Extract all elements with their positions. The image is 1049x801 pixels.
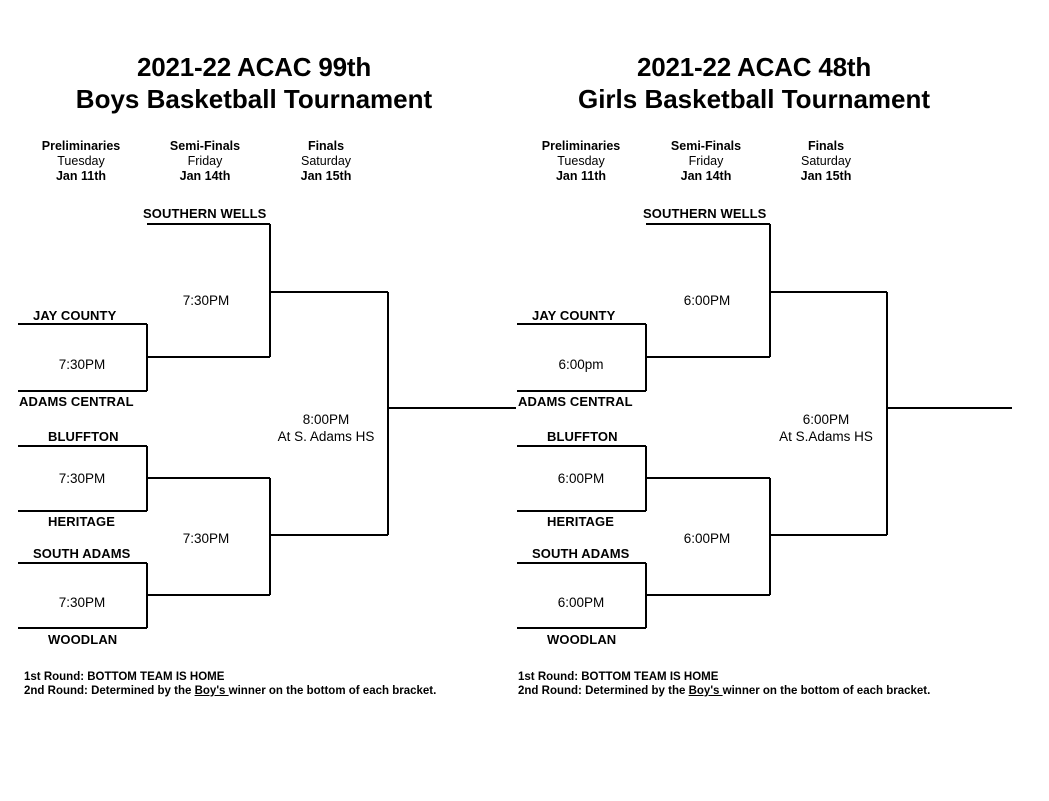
girls-round-date-finals: Jan 15th <box>800 169 852 183</box>
boys-team-heritage: HERITAGE <box>48 514 116 529</box>
boys-round-name-finals: Finals <box>307 139 345 153</box>
boys-title-line2: Boys Basketball Tournament <box>75 84 433 114</box>
girls-semifinal-time-upper: 6:00PM <box>683 293 731 308</box>
boys-note-line2-post: winner on the bottom of each bracket. <box>228 685 437 697</box>
girls-round-header-preliminaries: Preliminaries Tuesday Jan 11th <box>542 139 621 184</box>
girls-round-header-semifinals: Semi-Finals Friday Jan 14th <box>671 139 741 184</box>
boys-round-name-semifinals: Semi-Finals <box>169 139 241 153</box>
boys-round-name-preliminaries: Preliminaries <box>41 139 121 153</box>
boys-round-date-semifinals: Jan 14th <box>179 169 231 183</box>
boys-round-day-finals: Saturday <box>300 154 352 168</box>
girls-final-site: At S.Adams HS <box>779 429 873 444</box>
boys-round-date-preliminaries: Jan 11th <box>55 169 107 183</box>
girls-game-time-bluffton-heritage: 6:00PM <box>557 471 605 486</box>
girls-round-name-preliminaries: Preliminaries <box>541 139 621 153</box>
girls-final-time: 6:00PM <box>802 412 850 427</box>
girls-team-south-adams: SOUTH ADAMS <box>532 546 630 561</box>
girls-round-day-semifinals: Friday <box>688 154 724 168</box>
girls-team-southern-wells: SOUTHERN WELLS <box>643 206 767 221</box>
boys-team-southern-wells: SOUTHERN WELLS <box>143 206 267 221</box>
girls-note-line2: 2nd Round: Determined by the Boy's winne… <box>518 684 930 699</box>
girls-round-day-finals: Saturday <box>800 154 852 168</box>
girls-semifinal-time-lower: 6:00PM <box>683 531 731 546</box>
girls-title-line2: Girls Basketball Tournament <box>577 84 931 114</box>
boys-team-woodlan: WOODLAN <box>48 632 118 647</box>
boys-semifinal-time-upper: 7:30PM <box>182 293 230 308</box>
boys-final-time: 8:00PM <box>302 412 350 427</box>
girls-round-day-preliminaries: Tuesday <box>557 154 605 168</box>
boys-game-time-bluffton-heritage: 7:30PM <box>58 471 106 486</box>
boys-team-bluffton: BLUFFTON <box>48 429 119 444</box>
boys-round-header-semifinals: Semi-Finals Friday Jan 14th <box>170 139 240 184</box>
girls-round-name-semifinals: Semi-Finals <box>670 139 742 153</box>
girls-team-heritage: HERITAGE <box>547 514 615 529</box>
girls-title-line1: 2021-22 ACAC 48th <box>636 52 872 82</box>
boys-round-date-finals: Jan 15th <box>300 169 352 183</box>
girls-note-line2-underline: Boy's <box>688 685 723 697</box>
boys-note-line1: 1st Round: BOTTOM TEAM IS HOME <box>24 671 225 683</box>
boys-game-time-southadams-woodlan: 7:30PM <box>58 595 106 610</box>
girls-team-adams-central: ADAMS CENTRAL <box>518 394 633 409</box>
boys-team-jay-county: JAY COUNTY <box>33 308 117 323</box>
boys-final-site: At S. Adams HS <box>277 429 375 444</box>
girls-note-line2-pre: 2nd Round: Determined by the <box>518 685 689 697</box>
boys-game-time-jay-adams: 7:30PM <box>58 357 106 372</box>
girls-round-date-semifinals: Jan 14th <box>680 169 732 183</box>
boys-team-adams-central: ADAMS CENTRAL <box>19 394 134 409</box>
boys-team-south-adams: SOUTH ADAMS <box>33 546 131 561</box>
boys-note-line2-underline: Boy's <box>194 685 229 697</box>
boys-round-day-preliminaries: Tuesday <box>57 154 105 168</box>
boys-round-day-semifinals: Friday <box>187 154 223 168</box>
girls-note-line2-post: winner on the bottom of each bracket. <box>722 685 931 697</box>
girls-game-time-jay-adams: 6:00pm <box>558 357 604 372</box>
girls-round-header-finals: Finals Saturday Jan 15th <box>801 139 852 184</box>
boys-note-line2-pre: 2nd Round: Determined by the <box>24 685 195 697</box>
girls-game-time-southadams-woodlan: 6:00PM <box>557 595 605 610</box>
girls-team-jay-county: JAY COUNTY <box>532 308 616 323</box>
boys-round-header-finals: Finals Saturday Jan 15th <box>301 139 352 184</box>
boys-semifinal-time-lower: 7:30PM <box>182 531 230 546</box>
girls-team-woodlan: WOODLAN <box>547 632 617 647</box>
boys-note-line2: 2nd Round: Determined by the Boy's winne… <box>24 684 436 699</box>
boys-round-header-preliminaries: Preliminaries Tuesday Jan 11th <box>42 139 121 184</box>
boys-title-line1: 2021-22 ACAC 99th <box>136 52 372 82</box>
girls-team-bluffton: BLUFFTON <box>547 429 618 444</box>
girls-round-name-finals: Finals <box>807 139 845 153</box>
girls-round-date-preliminaries: Jan 11th <box>555 169 607 183</box>
girls-note-line1: 1st Round: BOTTOM TEAM IS HOME <box>518 671 719 683</box>
